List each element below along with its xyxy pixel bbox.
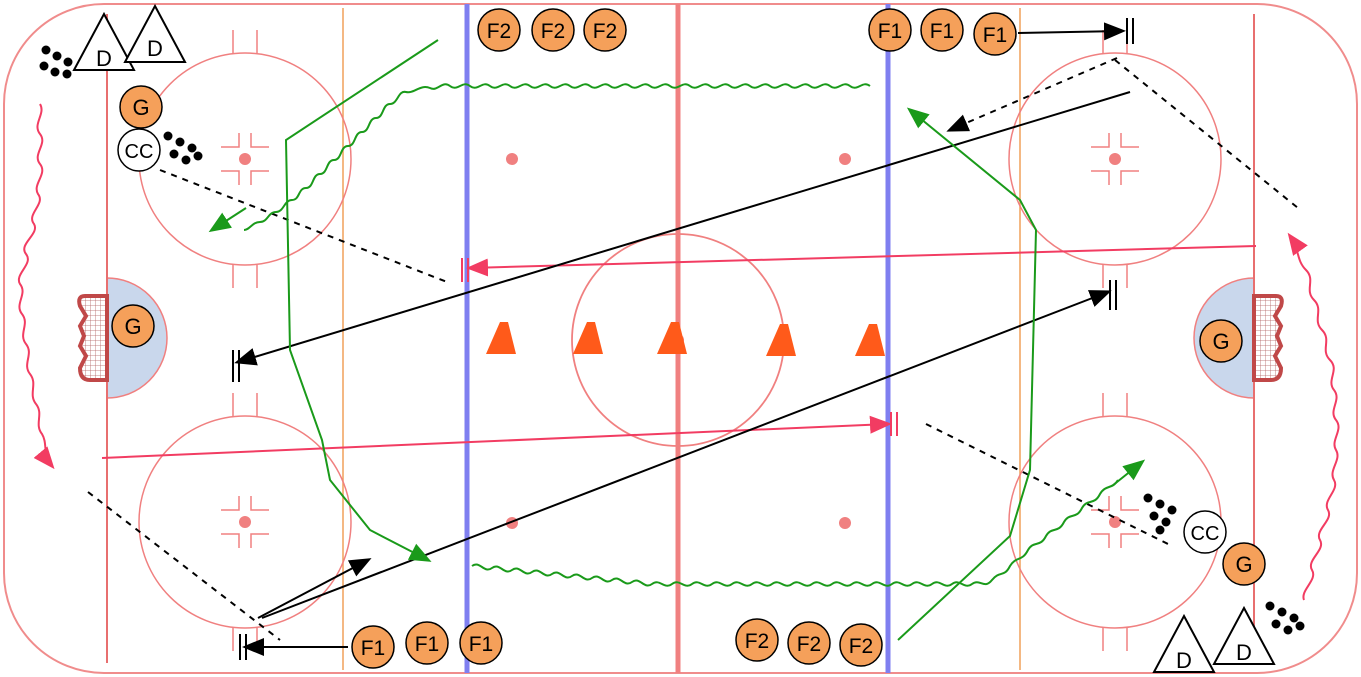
green-wavy-top [243, 83, 871, 231]
player-label: F2 [487, 20, 512, 43]
puck-pile-icon [1143, 493, 1177, 535]
goalie-label: G [1212, 329, 1229, 354]
neutral-dot [839, 153, 851, 165]
player-label: F1 [983, 24, 1008, 47]
player-group-f1-top: F1 F1 F1 [868, 8, 1017, 56]
puck-pile-icon [1265, 601, 1305, 635]
player-label: F2 [745, 630, 770, 653]
circle-coach-icon: CC [1183, 510, 1227, 554]
goalie-label: G [1235, 552, 1252, 577]
pass-target-icon [232, 350, 240, 382]
faceoff-circle-bottom-left [138, 393, 352, 651]
pass-target-icon [890, 412, 898, 436]
cone-icon [657, 322, 687, 354]
player-label: F1 [469, 633, 494, 656]
pink-skate-left [17, 103, 55, 470]
black-pass-lines [234, 22, 1131, 656]
green-skate-paths [284, 39, 1038, 641]
green-arrow-top-left [208, 207, 247, 233]
goal-net-icon [77, 294, 109, 382]
player-label: F2 [797, 633, 822, 656]
defense-label: D [96, 46, 112, 71]
player-label: F1 [930, 20, 955, 43]
neutral-dot [506, 153, 518, 165]
goalie-label: G [132, 95, 149, 120]
player-label: F1 [361, 637, 386, 660]
pink-skate-right [1287, 232, 1340, 601]
player-label: F2 [541, 20, 566, 43]
goalie-label: G [124, 314, 141, 339]
player-group-f2-bottom: F2 F2 F2 [735, 618, 883, 667]
triangle-defense-icon: D [72, 11, 136, 71]
faceoff-dot [1109, 153, 1121, 165]
coach-label: CC [125, 141, 154, 163]
triangle-defense-icon: D [1212, 605, 1276, 665]
circle-coach-icon: CC [117, 128, 161, 172]
faceoff-dot [239, 153, 251, 165]
defense-label: D [147, 36, 163, 61]
pass-target-icon [1109, 280, 1117, 310]
cone-icon [766, 324, 796, 356]
player-group-f2-top: F2 F2 F2 [477, 8, 627, 52]
player-group-f1-bottom: F1 F1 F1 [351, 621, 503, 669]
player-label: F2 [593, 20, 618, 43]
puck-pile-icon [39, 45, 73, 79]
cone-icons [486, 322, 885, 356]
player-label: F1 [878, 20, 903, 43]
cone-icon [573, 322, 603, 354]
faceoff-dot [1109, 516, 1121, 528]
faceoff-dot [239, 516, 251, 528]
neutral-dot [839, 517, 851, 529]
triangle-defense-icon: D [1152, 613, 1216, 673]
faceoff-circle-top-right [1008, 30, 1222, 288]
player-label: F1 [415, 633, 440, 656]
triangle-defense-icon: D [123, 3, 187, 63]
pass-target-icon [461, 258, 469, 282]
coach-label: CC [1191, 523, 1220, 545]
circle-player-icon: G [1199, 319, 1243, 363]
dashed-passing-lanes [87, 57, 1299, 641]
circle-player-icon: G [111, 304, 155, 348]
defense-label: D [1236, 640, 1252, 665]
puck-pile-icon [163, 131, 203, 165]
goal-net-icon [1252, 294, 1284, 382]
green-wavy-bottom [471, 479, 1119, 587]
cone-icon [486, 322, 516, 354]
pass-target-icon [239, 634, 247, 660]
player-label: F2 [849, 635, 874, 658]
defense-label: D [1176, 648, 1192, 673]
cone-icon [855, 324, 885, 356]
circle-player-icon: G [119, 85, 163, 129]
circle-player-icon: G [1222, 542, 1266, 586]
green-arrow-bottom-right [1111, 459, 1146, 487]
pass-target-icon [1126, 18, 1134, 44]
pink-pass-lines [101, 245, 1257, 459]
